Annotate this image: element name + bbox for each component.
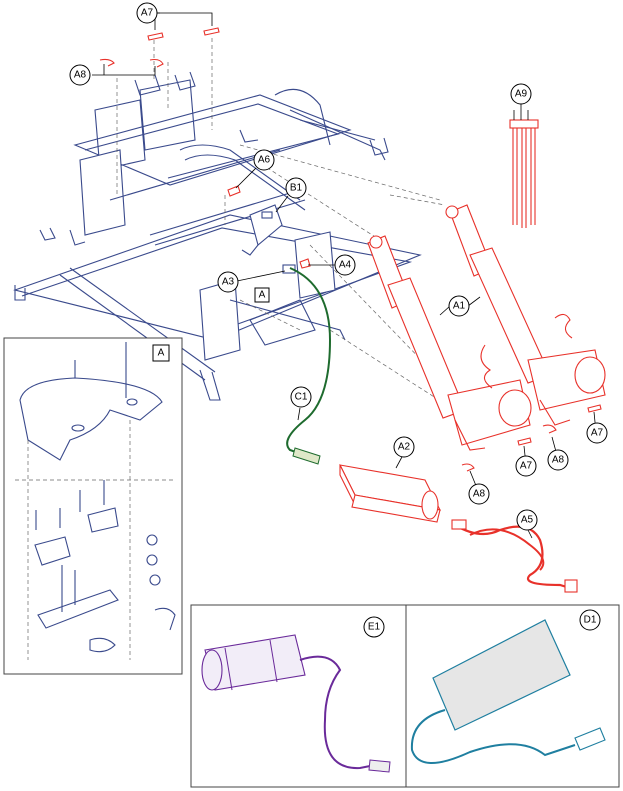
lift-frame bbox=[13, 71, 422, 401]
svg-text:A: A bbox=[259, 290, 266, 301]
svg-text:C1: C1 bbox=[295, 392, 308, 403]
svg-text:A8: A8 bbox=[74, 70, 87, 81]
svg-text:B1: B1 bbox=[290, 183, 303, 194]
svg-text:A8: A8 bbox=[473, 489, 486, 500]
detail-box-label: A bbox=[152, 344, 170, 362]
svg-text:A8: A8 bbox=[552, 455, 565, 466]
callout-a1: A1 bbox=[448, 295, 470, 317]
callout-a5: A5 bbox=[516, 509, 538, 531]
detail-marker-a: A bbox=[254, 287, 270, 303]
callout-a6: A6 bbox=[253, 149, 275, 171]
svg-text:A4: A4 bbox=[339, 260, 352, 271]
accessory-panels bbox=[190, 604, 620, 788]
small-parts bbox=[227, 185, 311, 274]
control-box-a2 bbox=[339, 464, 441, 523]
svg-text:A2: A2 bbox=[398, 442, 411, 453]
svg-text:A5: A5 bbox=[521, 515, 534, 526]
svg-text:A3: A3 bbox=[222, 277, 235, 288]
hand-control-b1 bbox=[241, 204, 283, 256]
svg-text:D1: D1 bbox=[584, 615, 597, 626]
callout-a2: A2 bbox=[393, 436, 415, 458]
svg-text:A7: A7 bbox=[520, 461, 533, 472]
svg-text:A7: A7 bbox=[141, 8, 154, 19]
callout-e1: E1 bbox=[363, 616, 385, 638]
callout-a7-right: A7 bbox=[586, 422, 608, 444]
svg-text:E1: E1 bbox=[368, 622, 381, 633]
callout-b1: B1 bbox=[285, 177, 307, 199]
callout-a7-mid: A7 bbox=[515, 455, 537, 477]
callout-a4: A4 bbox=[334, 254, 356, 276]
callout-a8-mid: A8 bbox=[547, 449, 569, 471]
svg-text:A6: A6 bbox=[258, 155, 271, 166]
motor-e1 bbox=[201, 634, 391, 773]
callout-a9: A9 bbox=[510, 83, 532, 105]
bottom-pins bbox=[461, 404, 602, 472]
detail-box-a bbox=[3, 337, 183, 675]
svg-text:A: A bbox=[158, 348, 165, 359]
callout-c1: C1 bbox=[290, 386, 312, 408]
assembly-guides bbox=[116, 38, 471, 421]
callout-a7-top: A7 bbox=[136, 2, 158, 24]
svg-text:A9: A9 bbox=[515, 89, 528, 100]
cable-c1 bbox=[286, 267, 332, 465]
svg-text:A1: A1 bbox=[453, 301, 466, 312]
power-supply-d1 bbox=[410, 619, 606, 764]
callout-a8-bottom: A8 bbox=[468, 483, 490, 505]
callout-d1: D1 bbox=[579, 609, 601, 631]
top-pins bbox=[99, 27, 220, 68]
svg-text:A7: A7 bbox=[591, 428, 604, 439]
cable-ties-a9 bbox=[509, 119, 539, 228]
callout-a3: A3 bbox=[217, 271, 239, 293]
callout-a8-top: A8 bbox=[69, 64, 91, 86]
actuators-a1 bbox=[367, 204, 606, 451]
power-cord-a5 bbox=[451, 519, 578, 593]
